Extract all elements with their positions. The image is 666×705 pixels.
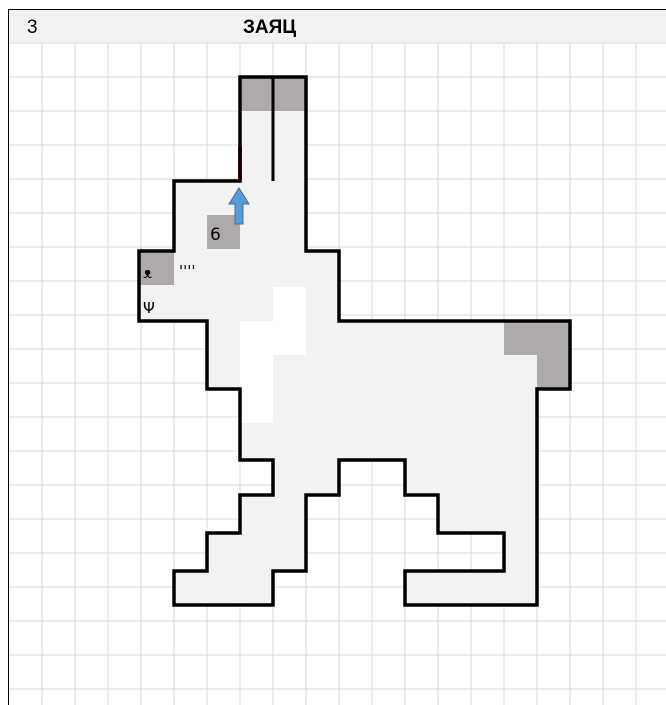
nose-icon: ᴥ (143, 264, 152, 282)
tail-upper (504, 321, 570, 355)
patch-chest (240, 321, 306, 355)
mouth-icon: Ψ (143, 299, 155, 317)
patch-chest-lower (240, 355, 273, 389)
eye-icon: 6 (210, 225, 221, 245)
worksheet: 3 ЗАЯЦ (8, 9, 666, 705)
patch-leg (240, 389, 273, 423)
tail-lower (537, 355, 570, 389)
patch-neck (273, 287, 306, 321)
drawing-canvas: 6 ᴥ '''' Ψ (9, 10, 666, 705)
whiskers-icon: '''' (179, 262, 196, 280)
